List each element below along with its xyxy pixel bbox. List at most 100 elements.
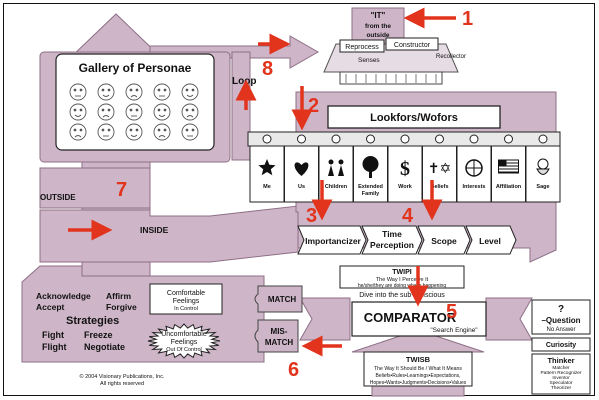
reprocess-label: Reprocess: [345, 44, 379, 51]
tree-icon: [362, 156, 379, 178]
number-7: 7: [116, 179, 127, 201]
importancizer-label: Importancizer: [305, 236, 361, 246]
svg-text:$: $: [400, 158, 410, 180]
negotiate-label: Negotiate: [84, 342, 125, 352]
persona-face: [125, 103, 143, 121]
filter-label: Work: [398, 184, 413, 190]
persona-face: [97, 123, 115, 141]
comparator-band-left: [299, 297, 351, 341]
filter-card-beliefs: ✝✡Beliefs: [422, 134, 457, 203]
twisb-title: TWISB: [406, 355, 431, 364]
gallery-title: Gallery of Personae: [79, 61, 192, 75]
recollector-label: Recollector: [436, 54, 466, 60]
thinker-title: Thinker: [547, 356, 574, 365]
filter-card-work: $ Work: [387, 134, 423, 203]
match-label: MATCH: [268, 295, 297, 304]
it-line1: from the: [365, 23, 391, 30]
filter-card-us: Us: [284, 134, 319, 203]
thinker-l5: Theorizer: [551, 385, 572, 391]
outside-label: OUTSIDE: [40, 193, 76, 202]
persona-face: [69, 103, 87, 121]
filter-card-sage: Sage: [525, 134, 561, 203]
comparator-title: COMPARATOR: [364, 310, 457, 325]
twisb-line2: Beliefs•Rules•Learnings•Expectations,: [375, 373, 460, 379]
comparator-band-right: [485, 297, 533, 341]
twipi-line2: he/she/they are doing what's happening: [358, 283, 446, 289]
twisb-line1: The Way It Should Be / What It Means: [374, 366, 462, 372]
number-4: 4: [402, 205, 414, 227]
children-icon: [328, 159, 344, 176]
persona-faces: [69, 83, 199, 141]
it-quote: "IT": [371, 11, 386, 20]
copyright-line1: © 2004 Visionary Publications, Inc.: [80, 373, 165, 380]
it-line2: outside: [366, 32, 389, 39]
filter-label: Affiliation: [496, 184, 522, 190]
senses-label: Senses: [358, 57, 380, 64]
number-5: 5: [446, 301, 457, 323]
filter-label: Children: [325, 184, 348, 190]
sage-icon: [536, 158, 550, 175]
religious-symbols-icon: ✝✡: [428, 161, 451, 177]
filter-label: Extended: [358, 184, 383, 190]
persona-face: [153, 83, 171, 101]
comparator: COMPARATOR "Search Engine": [351, 301, 487, 337]
number-3: 3: [306, 205, 317, 227]
number-1: 1: [462, 8, 473, 30]
strategies: Acknowledge Affirm Accept Forgive Strate…: [36, 291, 137, 352]
twipi-title: TWIPI: [392, 269, 411, 276]
affirm-label: Affirm: [106, 291, 131, 301]
twisb-line3: Hopes•Wants•Judgments•Decisions•Values: [370, 380, 467, 386]
persona-face: [181, 123, 199, 141]
persona-face: [69, 123, 87, 141]
filter-label: Me: [263, 184, 271, 190]
thinker-l1: Matcher: [552, 365, 570, 371]
freeze-label: Freeze: [84, 330, 113, 340]
twipi: TWIPI The Way I Perceive It he/she/they …: [339, 265, 465, 299]
red-arrows: [68, 7, 456, 357]
accept-label: Accept: [36, 302, 65, 312]
acknowledge-label: Acknowledge: [36, 291, 91, 301]
filter-label: Interests: [463, 184, 486, 190]
match-pieces: MATCH MIS- MATCH: [254, 285, 303, 353]
copyright-line2: All rights reserved: [100, 381, 144, 387]
filter-label: Sage: [536, 184, 549, 190]
gallery-of-personae: Gallery of Personae: [55, 53, 215, 151]
question-subtitle: No Answer: [546, 327, 575, 333]
level-label: Level: [479, 236, 501, 246]
svg-text:✝✡: ✝✡: [428, 161, 451, 177]
persona-face: [153, 103, 171, 121]
filter-card-children: Children: [318, 134, 354, 203]
uncomfortable-1: Uncomfortable: [161, 331, 207, 338]
number-2: 2: [308, 95, 319, 117]
uncomfortable-2: Feelings: [171, 339, 198, 346]
lookfors-wofors: Lookfors/Wofors: [327, 105, 501, 129]
heart-icon: [294, 162, 309, 176]
right-boxes: ? –Question No Answer Curiosity Thinker …: [531, 299, 591, 395]
number-8: 8: [262, 58, 273, 80]
filter-label: Family: [362, 191, 380, 197]
interests-icon: [465, 159, 483, 177]
comfortable-2: Feelings: [173, 298, 200, 305]
dollar-icon: $: [400, 158, 410, 180]
uncomfortable-3: Out Of Control: [166, 347, 201, 353]
star-icon: [258, 159, 276, 176]
feelings: Comfortable Feelings In Control Uncomfor…: [147, 283, 223, 359]
persona-face: [181, 103, 199, 121]
processor-row: Importancizer Time Perception Scope Leve…: [297, 225, 517, 255]
persona-face: [153, 123, 171, 141]
thinker-l3: Inventor: [552, 375, 570, 381]
scope-label: Scope: [431, 236, 457, 246]
persona-face: [181, 83, 199, 101]
mismatch-label-2: MATCH: [265, 338, 294, 347]
filter-card-affiliation: Affiliation: [491, 134, 526, 203]
loop-label: Loop: [232, 76, 256, 87]
comfortable-1: Comfortable: [167, 290, 205, 297]
twisb: TWISB The Way It Should Be / What It Mea…: [363, 351, 473, 387]
senses-grill: [339, 71, 443, 85]
twipi-line1: The Way I Perceive It: [376, 277, 429, 283]
persona-face: [125, 123, 143, 141]
inside-band: [39, 205, 299, 263]
